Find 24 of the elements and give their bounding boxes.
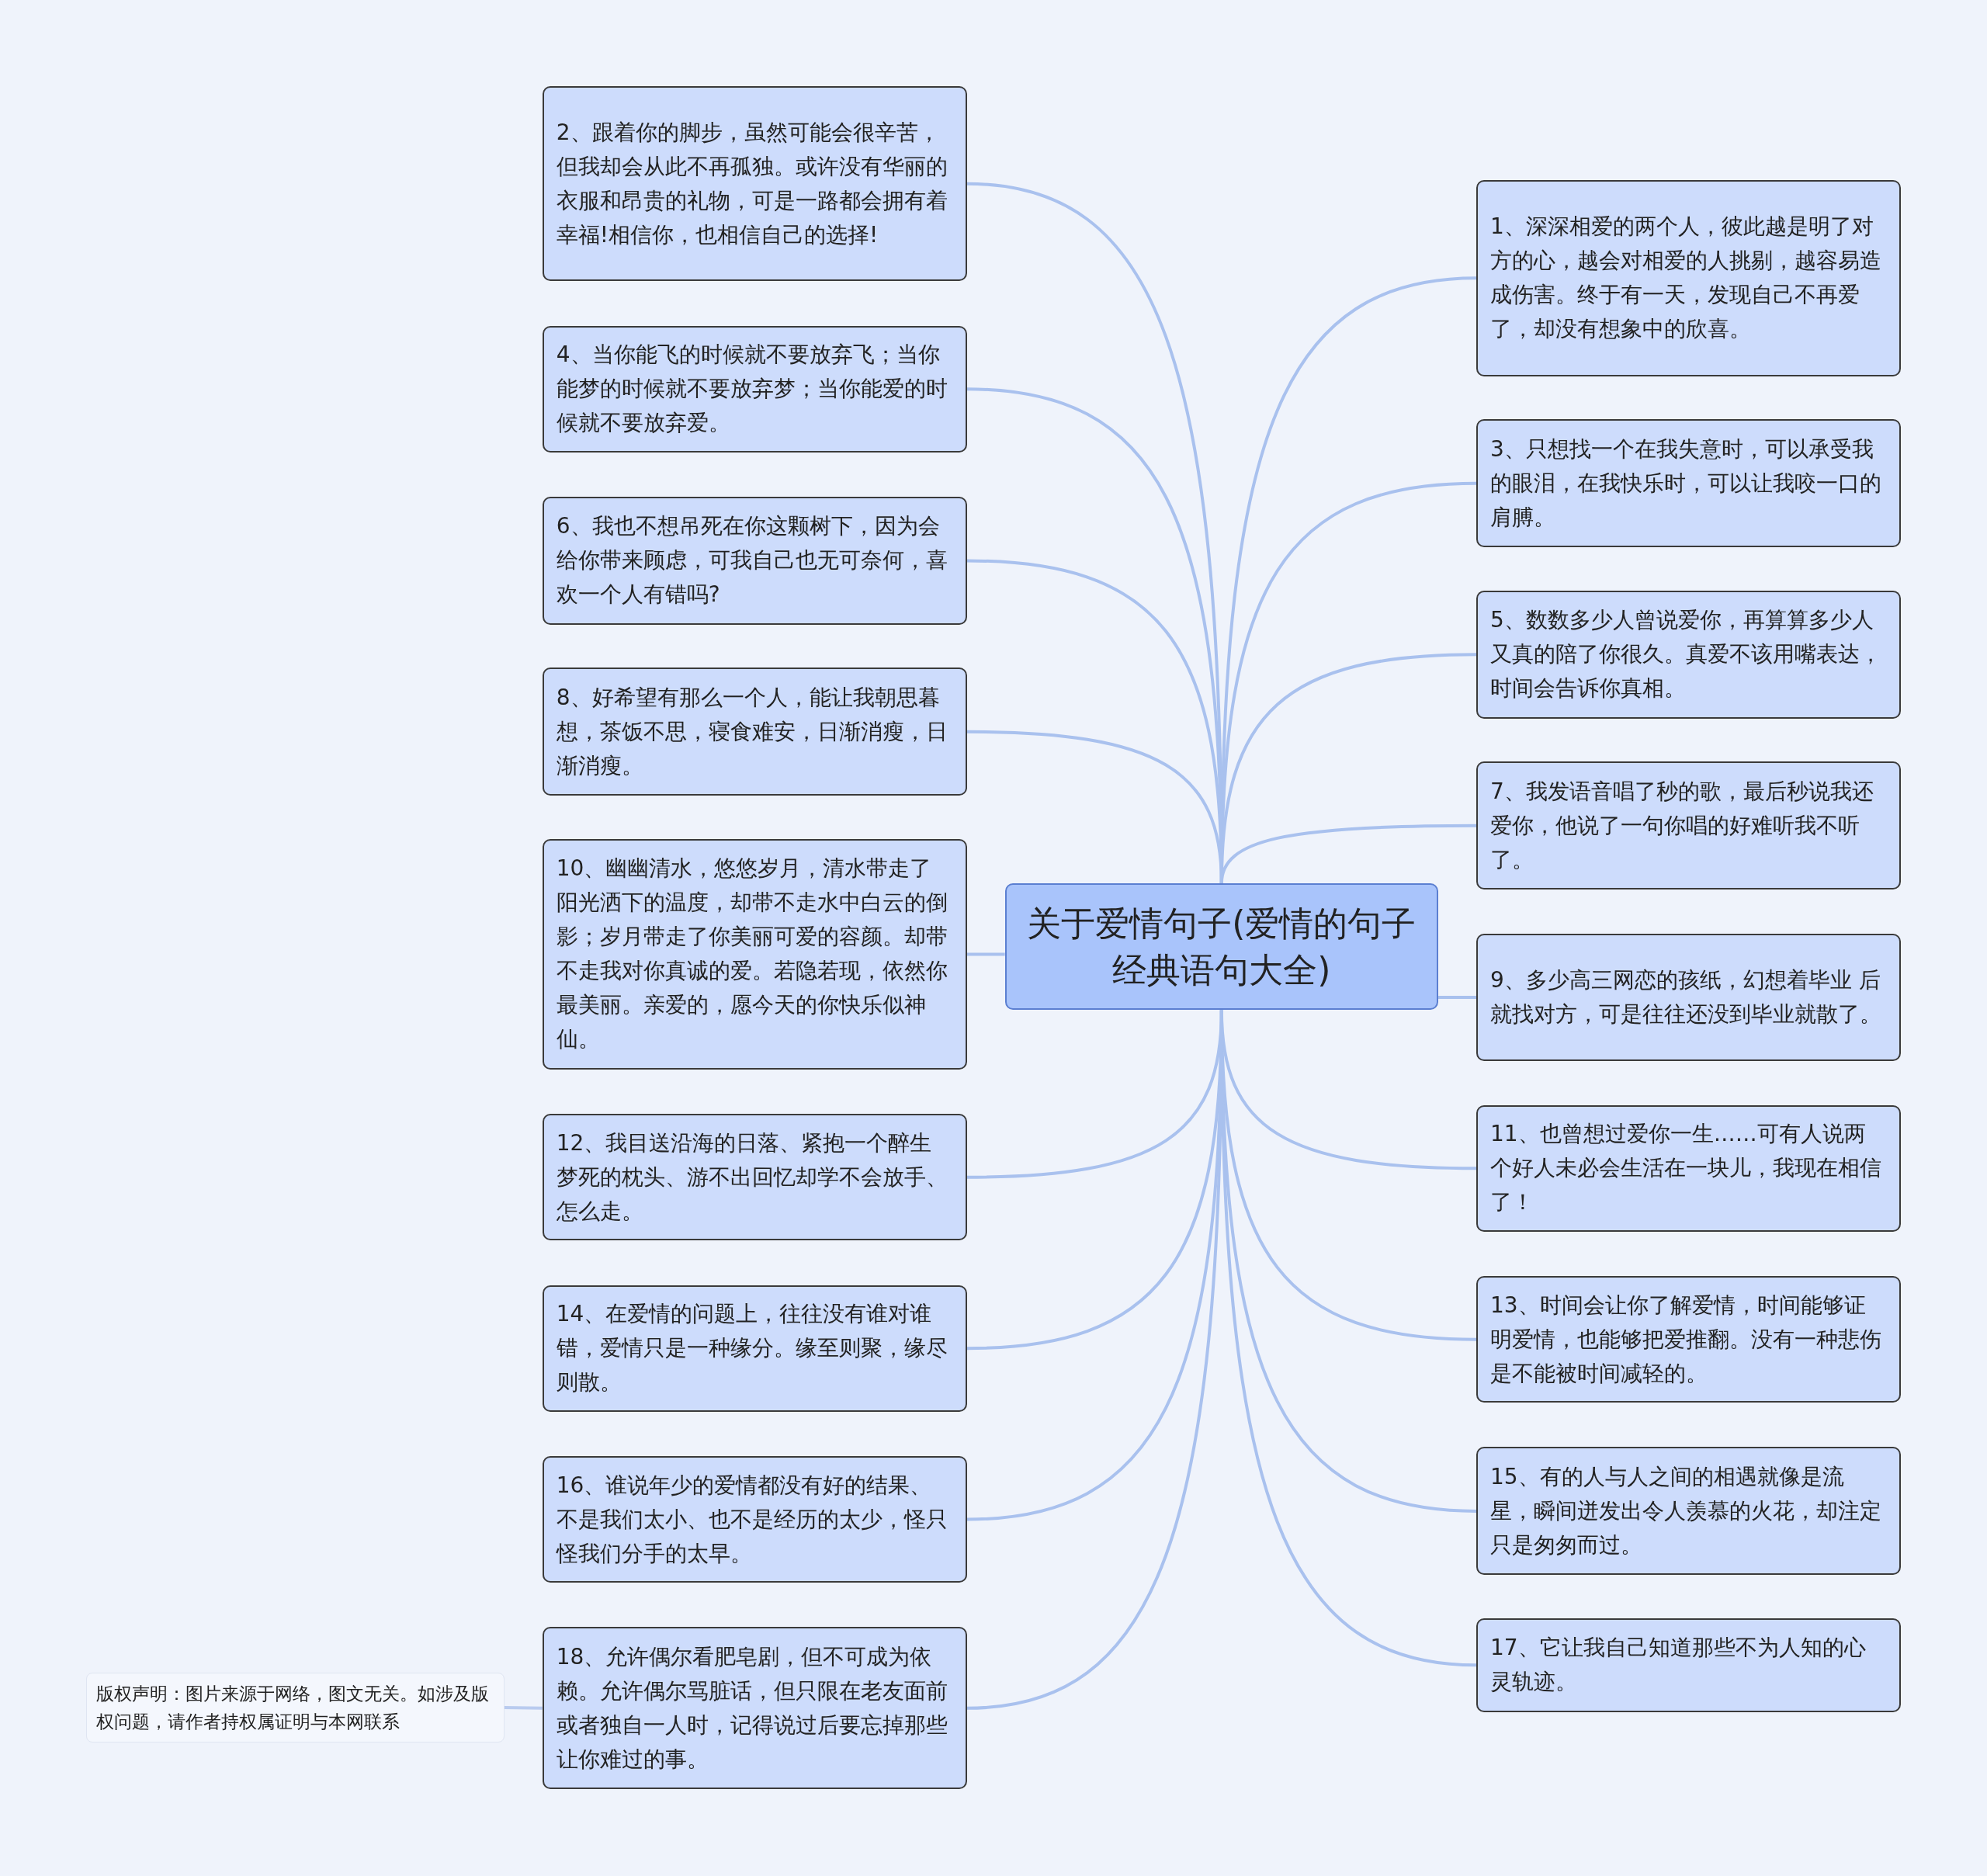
topic-box: 18、允许偶尔看肥皂剧，但不可成为依赖。允许偶尔骂脏话，但只限在老友面前或者独自一人时，记得说过后要忘掉那些让你难过的事。 <box>542 1627 967 1790</box>
topic-box: 1、深深相爱的两个人，彼此越是明了对方的心，越会对相爱的人挑剔，越容易造成伤害。终于有一天，发现自己不再爱了，却没有想象中的欣喜。 <box>1476 179 1901 376</box>
connector-line <box>966 952 1005 956</box>
topic-box: 4、当你能飞的时候就不要放弃飞；当你能梦的时候就不要放弃梦；当你能爱的时候就不要放弃爱。 <box>542 325 967 453</box>
topic-box: 7、我发语音唱了秒的歌，最后秒说我还爱你，他说了一句你唱的好难听我不听了。 <box>1476 761 1901 890</box>
topic-box: 16、谁说年少的爱情都没有好的结果、不是我们太小、也不是经历的太少，怪只怪我们分手的太早。 <box>542 1455 967 1583</box>
connector-line <box>966 730 1223 884</box>
topic-box: 12、我目送沿海的日落、紧抱一个醉生梦死的枕头、游不出回忆却学不会放手、怎么走。 <box>542 1114 967 1241</box>
topic-box: 17、它让我自己知道那些不为人知的心灵轨迹。 <box>1476 1618 1901 1712</box>
central-topic-box: 关于爱情句子(爱情的句子经典语句大全) <box>1004 883 1439 1011</box>
topic-box: 8、好希望有那么一个人，能让我朝思暮想，茶饭不思，寝食难安，日渐消瘦，日渐消瘦。 <box>542 668 967 796</box>
topic-box: 5、数数多少人曾说爱你，再算算多少人又真的陪了你很久。真爱不该用嘴表达，时间会告诉你真相。 <box>1476 590 1901 719</box>
topic-box: 13、时间会让你了解爱情，时间能够证明爱情，也能够把爱推翻。没有一种悲伤是不能被时间减轻的。 <box>1476 1276 1901 1403</box>
connector-line <box>1438 995 1477 999</box>
note-box: 版权声明：图片来源于网络，图文无关。如涉及版权问题，请作者持权属证明与本网联系 <box>86 1673 505 1742</box>
topic-box: 6、我也不想吊死在你这颗树下，因为会给你带来顾虑，可我自己也无可奈何，喜欢一个人有错吗? <box>542 497 967 625</box>
topic-box: 9、多少高三网恋的孩纸，幻想着毕业 后就找对方，可是往往还没到毕业就散了。 <box>1476 934 1901 1061</box>
topic-box: 15、有的人与人之间的相遇就像是流星，瞬间迸发出令人羡慕的火花，却注定只是匆匆而过。 <box>1476 1447 1901 1576</box>
topic-box: 10、幽幽清水，悠悠岁月，清水带走了阳光洒下的温度，却带不走水中白云的倒影；岁月带走了你美丽可爱的容颜。却带不走我对你真诚的爱。若隐若现，依然你最美丽。亲爱的，愿今天的你快乐似神仙。 <box>542 838 967 1070</box>
connector-line <box>504 1706 543 1710</box>
topic-box: 14、在爱情的问题上，往往没有谁对谁错，爱情只是一种缘分。缘至则聚，缘尽则散。 <box>542 1285 967 1412</box>
topic-box: 11、也曾想过爱你一生……可有人说两个好人未必会生活在一块儿，我现在相信了！ <box>1476 1104 1901 1232</box>
topic-box: 2、跟着你的脚步，虽然可能会很辛苦，但我却会从此不再孤独。或许没有华丽的衣服和昂贵的礼物，可是一路都会拥有着幸福!相信你，也相信自己的选择! <box>542 86 967 282</box>
topic-box: 3、只想找一个在我失意时，可以承受我的眼泪，在我快乐时，可以让我咬一口的肩膊。 <box>1476 419 1901 548</box>
